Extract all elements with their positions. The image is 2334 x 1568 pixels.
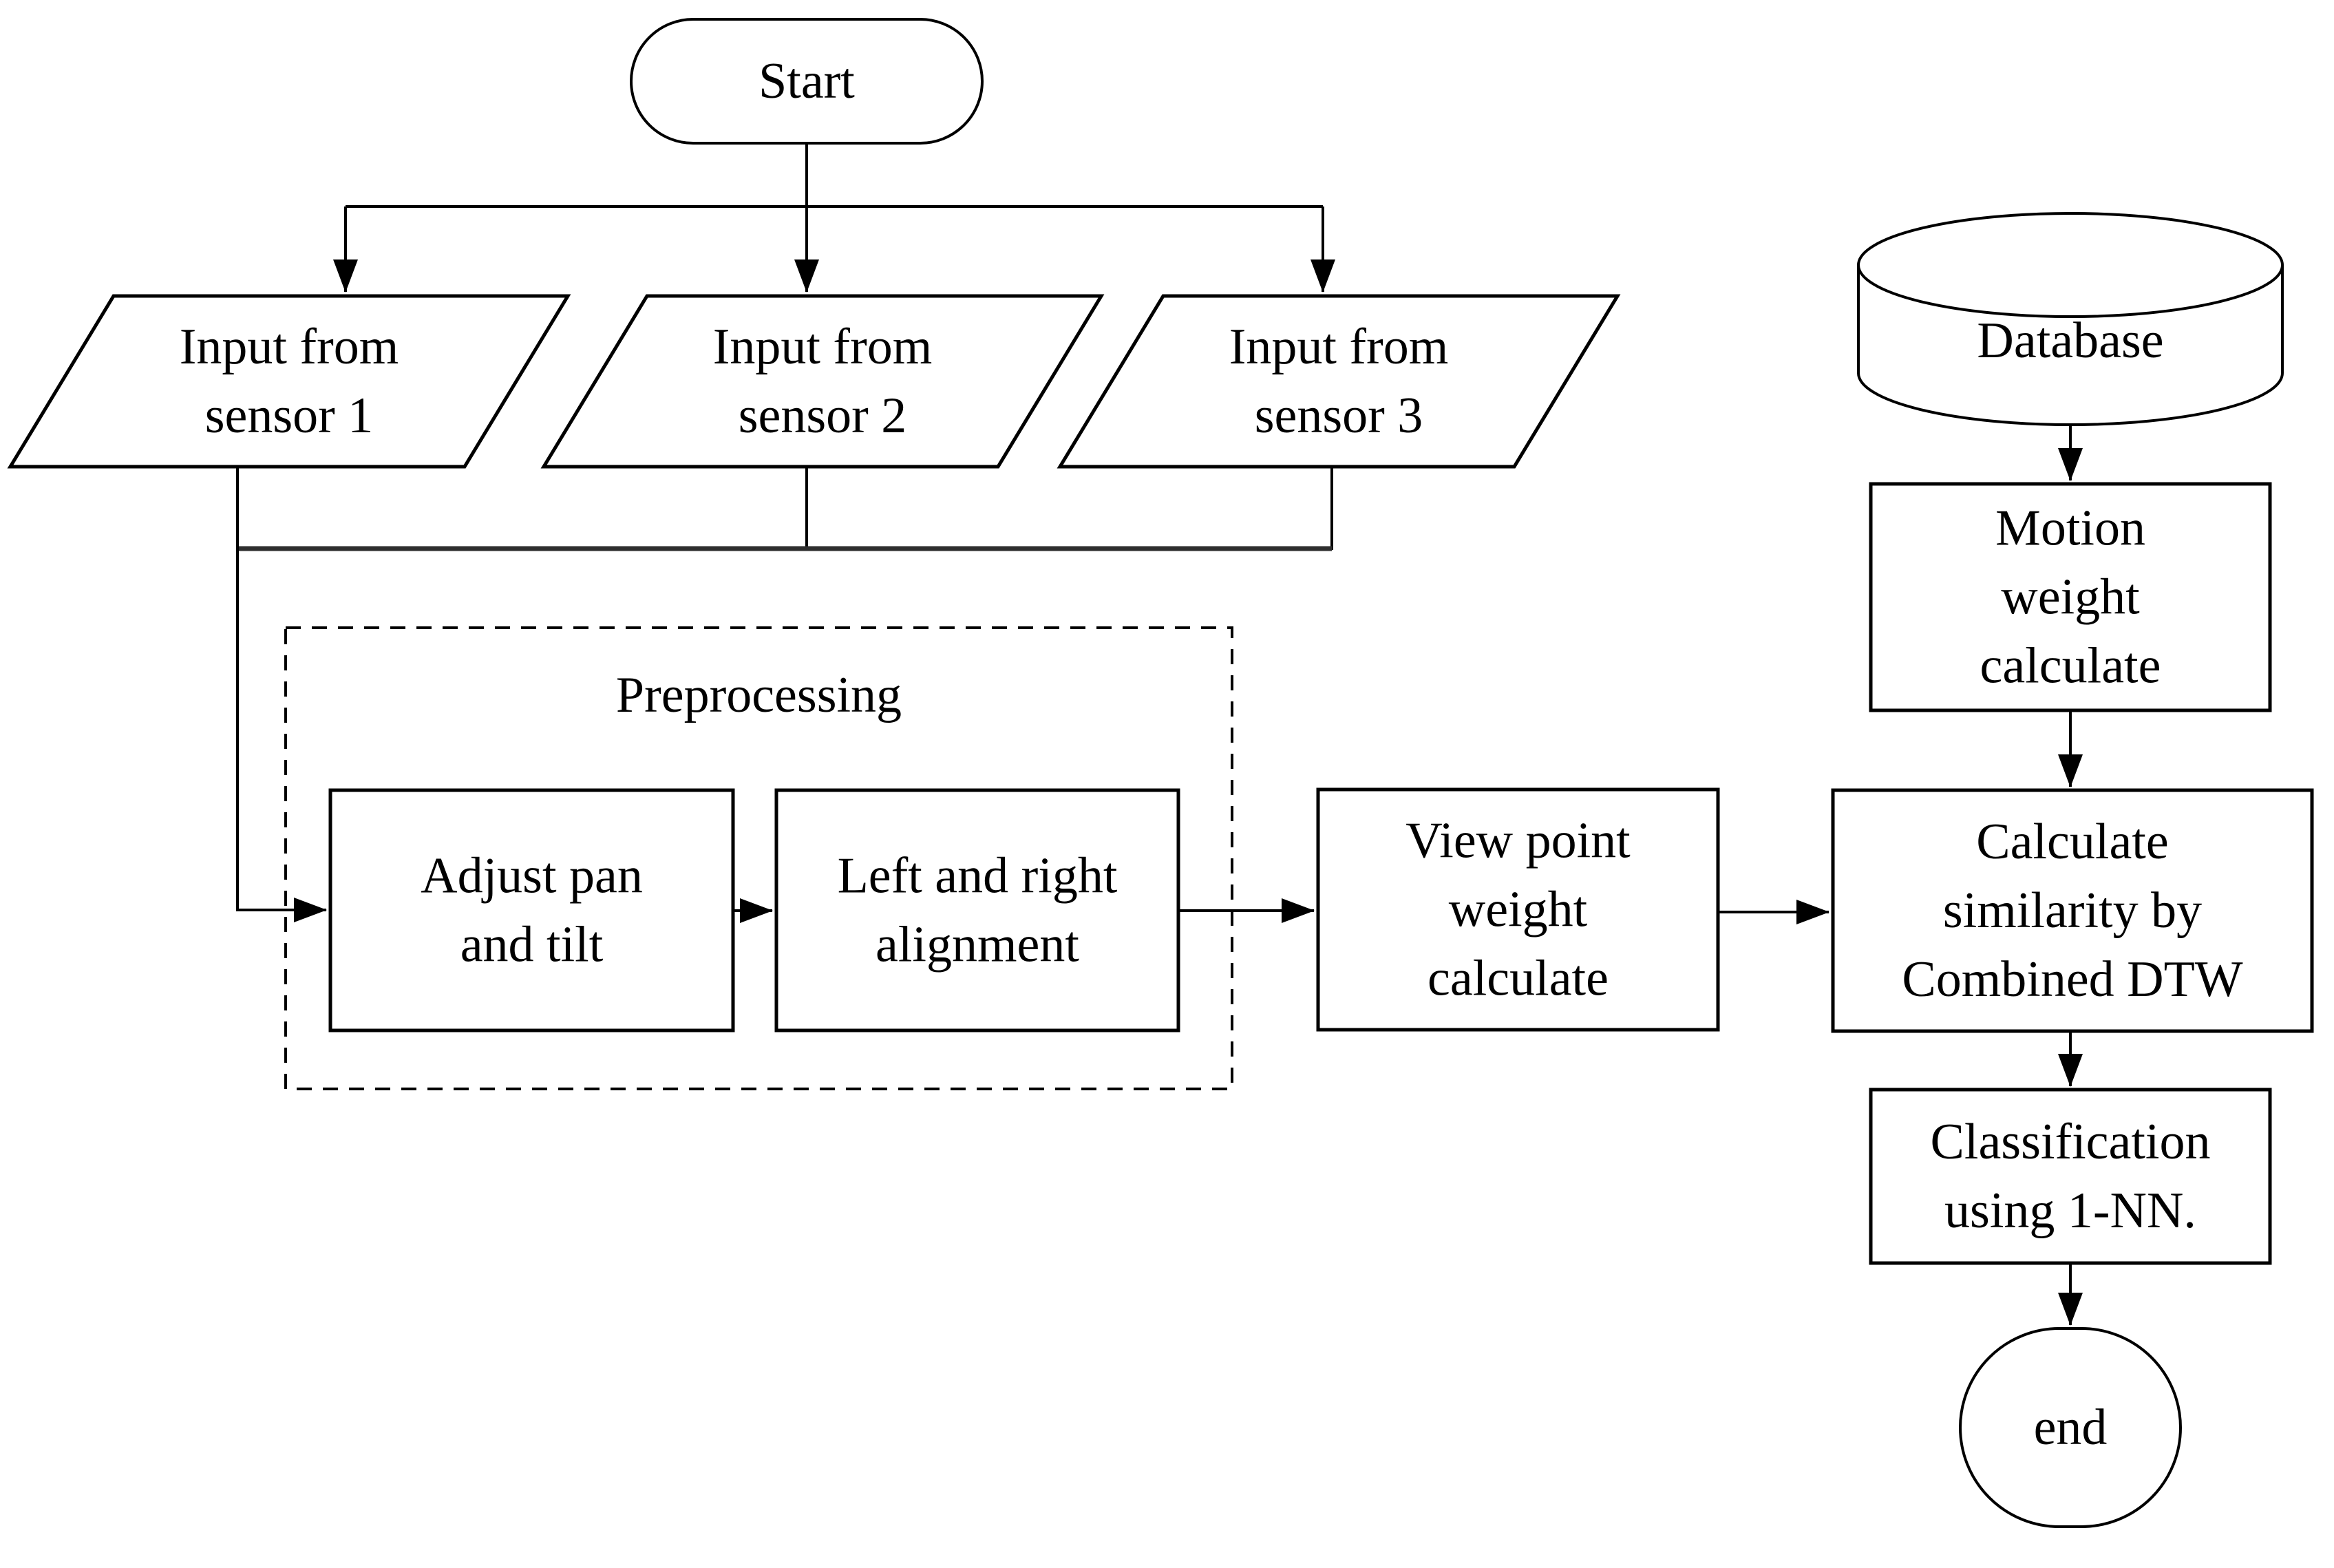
motion-shape <box>1869 482 2272 712</box>
start-shape <box>630 18 984 145</box>
node-preprocessing: Preprocessing <box>284 626 1233 1090</box>
sensor1-shape <box>7 294 571 469</box>
classification-shape <box>1869 1088 2272 1265</box>
viewpoint-shape <box>1316 787 1720 1032</box>
node-end-label: end <box>2034 1399 2108 1456</box>
adjust-shape <box>328 788 735 1032</box>
sensor3-shape <box>1057 294 1621 469</box>
dtw-shape <box>1831 788 2314 1033</box>
end-shape <box>1959 1327 2182 1528</box>
database-top-ellipse <box>1857 212 2284 318</box>
node-start-label: Start <box>758 53 855 109</box>
leftright-shape <box>774 788 1180 1032</box>
node-start: Start <box>630 18 984 145</box>
edge-sensor1-to-adjust <box>236 467 327 922</box>
preprocessing-shape <box>284 626 1233 1090</box>
node-end: end <box>1959 1327 2182 1528</box>
sensor2-shape <box>540 294 1105 469</box>
node-database: Database <box>1857 212 2284 426</box>
node-database-label: Database <box>1977 312 2163 369</box>
node-preprocessing-label: Preprocessing <box>616 667 902 723</box>
